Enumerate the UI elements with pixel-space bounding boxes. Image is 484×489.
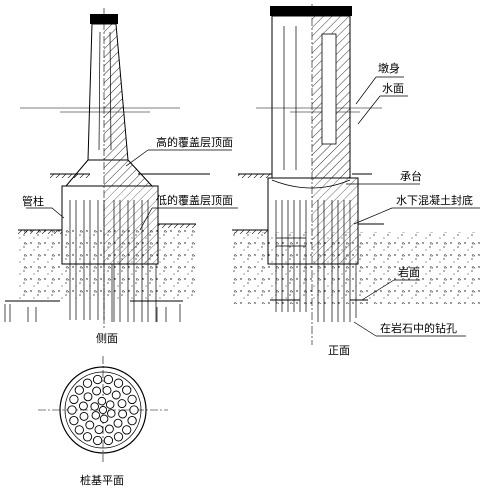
- front-pile-cap-hatch: [312, 178, 358, 264]
- plan-pile-circle: [74, 425, 84, 435]
- front-pier-inner-lines: [283, 26, 297, 170]
- plan-pile-circle: [104, 424, 114, 434]
- plan-pile-circle: [122, 385, 132, 395]
- plan-pile-circle: [118, 409, 128, 419]
- side-pier-hatch-right: [104, 24, 128, 160]
- plan-pile-circle: [105, 400, 115, 409]
- plan-pile-circle: [122, 425, 132, 435]
- front-pier-cap-top: [270, 6, 352, 16]
- label-pipe-column: 管柱: [22, 194, 44, 208]
- side-low-ground-hatch-right: [158, 224, 196, 228]
- plan-pile-circle: [111, 390, 121, 400]
- plan-pile-circle: [94, 425, 104, 435]
- plan-pile-circle: [103, 374, 114, 385]
- plan-inner-ring: [64, 371, 142, 449]
- label-underwater-concrete-seal: 水下混凝土封底: [396, 193, 473, 207]
- label-front-view: 正面: [328, 344, 350, 357]
- front-low-ground-hatch: [232, 230, 268, 234]
- front-pipe-columns: [275, 200, 357, 322]
- plan-pile-circle: [67, 405, 77, 415]
- front-low-ground-line: [232, 223, 384, 231]
- plan-pile-circle: [103, 435, 114, 446]
- label-pile-foundation-plan: 桩基平面: [80, 473, 124, 487]
- plan-pile-circle: [113, 418, 123, 428]
- plan-pile-circle: [92, 374, 103, 385]
- plan-pile-circle: [117, 399, 127, 409]
- plan-pile-circle: [69, 394, 79, 405]
- label-pile-cap: 承台: [400, 169, 422, 183]
- side-pipe-columns: [69, 200, 157, 322]
- plan-pile-circle: [92, 435, 103, 446]
- side-rock-right-cut: [156, 304, 181, 322]
- plan-view: [38, 356, 168, 462]
- plan-pile-circle: [107, 409, 116, 418]
- plan-pile-circles: [67, 374, 139, 446]
- plan-pile-circle: [127, 415, 137, 426]
- side-high-ground-hatch: [50, 174, 90, 178]
- plan-pile-circle: [79, 411, 89, 421]
- side-pile-cap-hatch: [104, 186, 158, 264]
- front-view: [232, 4, 480, 345]
- plan-pile-circle: [99, 414, 109, 424]
- plan-pile-circle: [129, 405, 139, 415]
- front-pier-window: [321, 33, 337, 145]
- side-rock-left-cut: [4, 304, 37, 322]
- labels: 墩身 水面 高的覆盖层顶面 管柱 低的覆盖层顶面 承台 水下混凝土封底 岩面 侧…: [22, 61, 473, 487]
- front-cap-arc: [271, 179, 351, 189]
- side-low-ground-hatch: [18, 230, 62, 234]
- leader-lines: [26, 76, 480, 337]
- label-rock-surface: 岩面: [398, 265, 420, 279]
- plan-pile-circle: [83, 392, 93, 402]
- label-high-overburden-top: 高的覆盖层顶面: [156, 135, 233, 149]
- plan-pile-circle: [82, 378, 93, 388]
- plan-pile-circle: [85, 420, 95, 430]
- plan-pile-circle: [113, 432, 124, 442]
- plan-pile-circle: [113, 378, 124, 388]
- plan-pile-circle: [98, 405, 108, 415]
- plan-pile-circle: [90, 402, 99, 411]
- plan-pile-circle: [91, 411, 101, 420]
- label-drilled-holes: 在岩石中的钻孔: [380, 321, 457, 335]
- plan-pile-circle: [69, 415, 79, 426]
- label-low-overburden-top: 低的覆盖层顶面: [156, 193, 233, 207]
- label-pier-body: 墩身: [378, 61, 400, 75]
- side-pier-flare-hatch: [104, 160, 152, 186]
- plan-outer-ring: [59, 366, 147, 454]
- label-water-surface: 水面: [382, 82, 404, 95]
- side-view: [4, 8, 210, 330]
- label-side-view: 侧面: [96, 332, 118, 345]
- front-high-ground-hatch: [238, 174, 272, 178]
- plan-pile-circle: [127, 394, 137, 405]
- plan-pile-circle: [97, 396, 107, 406]
- plan-pile-circle: [74, 385, 84, 395]
- side-water-lines: [20, 107, 180, 113]
- plan-pile-circle: [102, 385, 112, 395]
- plan-pile-circle: [92, 386, 102, 396]
- plan-pile-circle: [78, 401, 88, 411]
- plan-pile-circle: [82, 432, 93, 442]
